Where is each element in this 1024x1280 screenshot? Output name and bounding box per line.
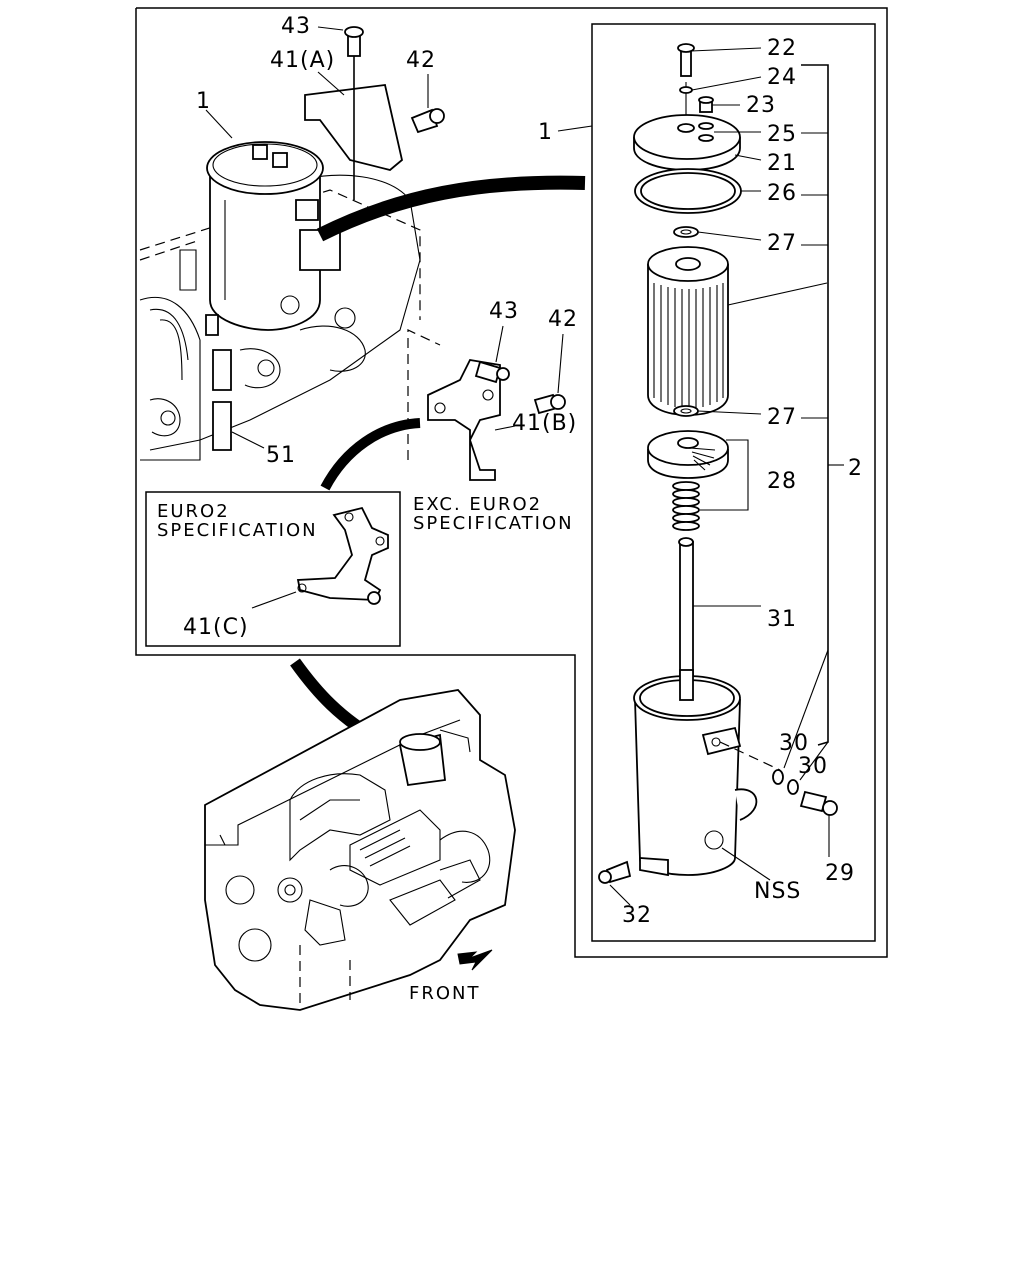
callout-2: 2	[848, 456, 863, 481]
callout-24: 24	[767, 65, 797, 90]
callout-43a: 43	[281, 14, 311, 39]
callout-28: 28	[767, 469, 797, 494]
euro2-note-line2: SPECIFICATION	[157, 520, 318, 541]
callout-32: 32	[622, 903, 652, 928]
callout-labels: 43 41(A) 42 1 43 42 41(B) 51 41(C) 1 22 …	[157, 14, 863, 1004]
front-label: FRONT	[409, 983, 481, 1004]
callout-41b: 41(B)	[512, 411, 577, 436]
euro2-bracket-inset	[251, 506, 389, 609]
callout-25: 25	[767, 122, 797, 147]
callout-23: 23	[746, 93, 776, 118]
callout-43b: 43	[489, 299, 519, 324]
exploded-filter-view	[557, 43, 844, 906]
callout-29: 29	[825, 861, 855, 886]
callout-41c: 41(C)	[183, 615, 249, 640]
front-arrow-icon	[457, 949, 493, 971]
callout-27a: 27	[767, 231, 797, 256]
exc-euro2-note-line1: EXC. EURO2	[413, 494, 542, 515]
exc-euro2-note-line2: SPECIFICATION	[413, 513, 574, 534]
spring	[672, 481, 700, 531]
callout-26: 26	[767, 181, 797, 206]
callout-42a: 42	[406, 48, 436, 73]
callout-22: 22	[767, 36, 797, 61]
callout-51: 51	[266, 443, 296, 468]
callout-27b: 27	[767, 405, 797, 430]
frames	[135, 7, 888, 958]
filter-pleats	[653, 283, 724, 408]
callout-30a: 30	[779, 731, 809, 756]
callout-nss: NSS	[754, 879, 801, 904]
engine-overview	[204, 658, 516, 1011]
callout-31: 31	[767, 607, 797, 632]
callout-1b: 1	[538, 120, 553, 145]
euro2-inset-frame	[145, 491, 401, 647]
callout-21: 21	[767, 151, 797, 176]
euro2-note-line1: EURO2	[157, 501, 230, 522]
callout-41a: 41(A)	[270, 48, 335, 73]
callout-1a: 1	[196, 89, 211, 114]
callout-42b: 42	[548, 307, 578, 332]
callout-30b: 30	[798, 754, 828, 779]
filter-assembly-on-engine	[139, 26, 586, 491]
